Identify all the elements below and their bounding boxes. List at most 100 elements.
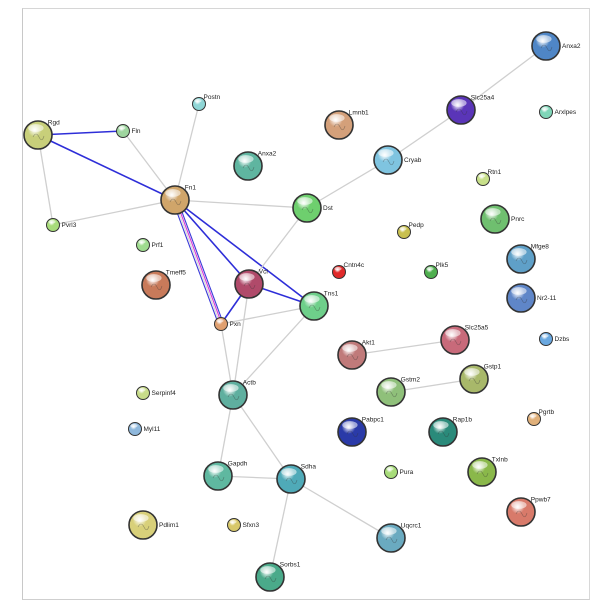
node-sdha-structure-icon xyxy=(285,477,298,485)
node-fn1[interactable]: Fn1 xyxy=(160,185,196,215)
node-plk5[interactable]: Plk5 xyxy=(424,262,449,279)
node-sdha[interactable]: Sdha xyxy=(276,464,316,494)
node-anxa2-tr-structure-icon xyxy=(540,44,553,52)
node-lmnb1-gloss xyxy=(329,114,345,122)
network-panel xyxy=(22,8,590,600)
node-cryab-label: Cryab xyxy=(404,157,422,164)
node-pgrtb[interactable]: Pgrtb xyxy=(527,409,555,426)
node-vcl-gloss xyxy=(239,273,255,281)
node-gapdh[interactable]: Gapdh xyxy=(203,461,248,491)
node-myl11[interactable]: Myl11 xyxy=(128,422,161,436)
node-vcl-label: Vcl xyxy=(259,269,269,276)
node-slc25a4-structure-icon xyxy=(455,108,468,116)
node-gapdh-gloss xyxy=(208,465,224,473)
node-slc25a5-structure-icon xyxy=(449,338,462,346)
node-prf1-label: Prf1 xyxy=(152,242,164,249)
node-pvrl3[interactable]: Pvrl3 xyxy=(46,218,77,232)
edge-fn1-pxn-strand xyxy=(173,200,221,325)
node-nr2-11[interactable]: Nr2-11 xyxy=(506,283,557,313)
edge-vcl-actb xyxy=(232,283,250,396)
node-pvrl3-label: Pvrl3 xyxy=(62,222,77,229)
node-vcl-structure-icon xyxy=(243,282,256,290)
node-serpinf4[interactable]: Serpinf4 xyxy=(136,386,177,400)
node-fn1-gloss xyxy=(165,189,181,197)
node-pnrc-structure-icon xyxy=(489,217,502,225)
node-prf1-gloss xyxy=(138,239,146,244)
node-akt1-gloss xyxy=(342,344,358,352)
node-cntn4c[interactable]: Cntn4c xyxy=(332,262,365,279)
node-akt1[interactable]: Akt1 xyxy=(337,340,375,370)
node-dzbs-gloss xyxy=(541,333,549,338)
node-lmnb1-structure-icon xyxy=(333,123,346,131)
node-nr2-11-structure-icon xyxy=(515,296,528,304)
node-actb-structure-icon xyxy=(227,393,240,401)
node-pxn[interactable]: Pxn xyxy=(214,317,242,331)
node-fln[interactable]: Fln xyxy=(116,124,141,138)
node-tmeff5-gloss xyxy=(146,274,162,282)
node-pabpc1[interactable]: Pabpc1 xyxy=(337,417,384,447)
node-sorbs1[interactable]: Sorbs1 xyxy=(255,562,301,592)
node-txlnb-label: Txlnb xyxy=(492,457,508,464)
node-sfxn3-label: Sfxn3 xyxy=(243,522,260,529)
node-anxa2[interactable]: Anxa2 xyxy=(233,151,277,181)
node-mfge8-gloss xyxy=(511,248,527,256)
edge-fn1-pxn-strand xyxy=(172,200,220,326)
node-slc25a4-label: Slc25a4 xyxy=(471,95,495,102)
node-rtn1[interactable]: Rtn1 xyxy=(476,169,502,186)
node-postn[interactable]: Postn xyxy=(192,94,221,111)
node-pgrtb-gloss xyxy=(529,413,537,418)
node-sfxn3[interactable]: Sfxn3 xyxy=(227,518,260,532)
node-gstm2[interactable]: Gstm2 xyxy=(376,377,420,407)
node-akt1-label: Akt1 xyxy=(362,340,375,347)
node-tns1-gloss xyxy=(304,295,320,303)
edge-dst-cryab xyxy=(306,159,389,209)
node-lmnb1[interactable]: Lmnb1 xyxy=(324,110,369,140)
node-pabpc1-label: Pabpc1 xyxy=(362,417,384,424)
node-rap1b[interactable]: Rap1b xyxy=(428,417,472,447)
edge-sdha-sorbs1 xyxy=(269,478,292,578)
node-cryab[interactable]: Cryab xyxy=(373,145,422,175)
node-dzbs[interactable]: Dzbs xyxy=(539,332,571,346)
node-nr2-11-label: Nr2-11 xyxy=(537,295,557,302)
node-pura[interactable]: Pura xyxy=(384,465,414,479)
node-dst[interactable]: Dst xyxy=(292,193,333,223)
node-lmnb1-label: Lmnb1 xyxy=(349,110,369,117)
node-actb[interactable]: Actb xyxy=(218,380,256,410)
node-slc25a4-gloss xyxy=(451,99,467,107)
edge-fn1-tns1 xyxy=(174,199,315,307)
node-rap1b-gloss xyxy=(433,421,449,429)
node-mfge8[interactable]: Mfge8 xyxy=(506,244,549,274)
node-slc25a5[interactable]: Slc25a5 xyxy=(440,325,489,355)
node-vcl[interactable]: Vcl xyxy=(234,269,269,299)
node-prf1[interactable]: Prf1 xyxy=(136,238,164,252)
node-anxa2-tr[interactable]: Anxa2 xyxy=(531,31,581,61)
node-rgd[interactable]: Rgd xyxy=(23,120,60,150)
node-uqcrc1[interactable]: Uqcrc1 xyxy=(376,523,422,553)
node-gstp1-gloss xyxy=(464,368,480,376)
node-rgd-structure-icon xyxy=(32,133,45,141)
node-gstp1[interactable]: Gstp1 xyxy=(459,364,502,394)
node-anxa2-gloss xyxy=(238,155,254,163)
node-tns1[interactable]: Tns1 xyxy=(299,291,339,321)
node-pdlim1[interactable]: Pdlim1 xyxy=(128,510,179,540)
node-anxa2-label: Anxa2 xyxy=(258,151,277,158)
node-pxn-label: Pxn xyxy=(230,321,242,328)
node-postn-gloss xyxy=(194,98,202,103)
node-ppwb7[interactable]: Ppwb7 xyxy=(506,497,551,527)
node-tmeff5-label: Tmeff5 xyxy=(166,270,186,277)
node-nr2-11-gloss xyxy=(511,287,527,295)
node-fln-label: Fln xyxy=(132,128,141,135)
node-arxlpes[interactable]: Arxlpes xyxy=(539,105,577,119)
node-slc25a4[interactable]: Slc25a4 xyxy=(446,95,495,125)
node-tmeff5[interactable]: Tmeff5 xyxy=(141,270,186,300)
node-cntn4c-label: Cntn4c xyxy=(344,262,365,269)
node-pedp[interactable]: Pedp xyxy=(397,222,425,239)
edge-slc25a4-anxa2-tr xyxy=(460,45,547,111)
node-pnrc[interactable]: Pnrc xyxy=(480,204,525,234)
node-tns1-label: Tns1 xyxy=(324,291,339,298)
node-slc25a5-gloss xyxy=(445,329,461,337)
node-myl11-label: Myl11 xyxy=(144,426,161,433)
node-txlnb[interactable]: Txlnb xyxy=(467,457,508,487)
edge-rgd-fn1 xyxy=(37,134,176,201)
